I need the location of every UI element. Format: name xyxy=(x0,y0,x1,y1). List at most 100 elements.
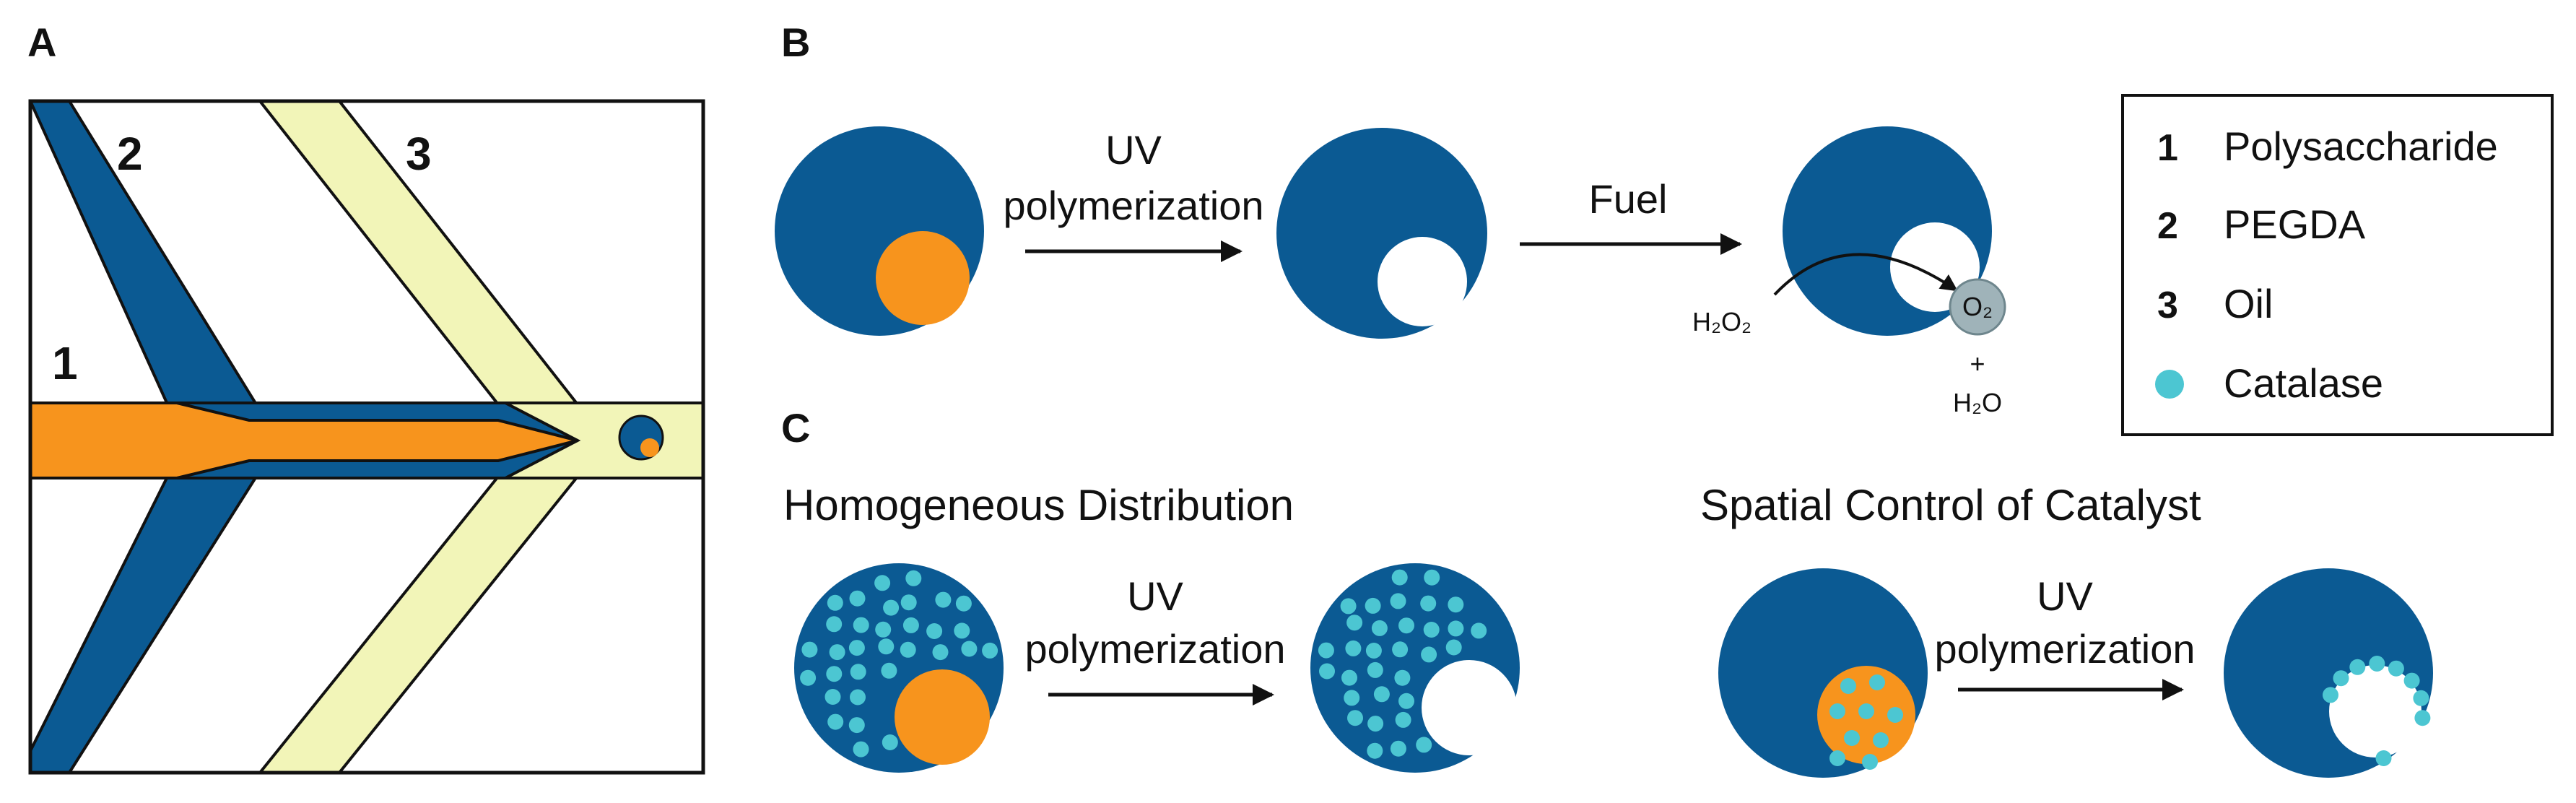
channel-label-3: 3 xyxy=(406,128,432,180)
catalase-dot xyxy=(1873,732,1889,748)
catalase-dot xyxy=(1424,569,1440,586)
b-arrow1-label-line1: UV xyxy=(1105,127,1162,173)
legend-item-pegda: 2 PEGDA xyxy=(2157,201,2366,247)
b-droplet-initial xyxy=(775,126,984,336)
microfluidic-chip xyxy=(30,101,703,773)
catalase-dot xyxy=(1421,646,1437,663)
legend-label: Oil xyxy=(2224,281,2273,326)
legend: 1 Polysaccharide 2 PEGDA 3 Oil Catalase xyxy=(2121,94,2554,436)
catalase-dot xyxy=(1420,595,1437,612)
c-left-arrow-label-line1: UV xyxy=(1127,573,1183,619)
catalase-dot xyxy=(1392,641,1409,658)
catalase-dot xyxy=(800,669,817,686)
catalase-dot xyxy=(1319,663,1335,680)
catalase-dot xyxy=(826,616,843,633)
catalase-dot xyxy=(1373,686,1390,703)
catalase-dot xyxy=(1858,703,1874,719)
catalase-dot xyxy=(2413,690,2429,706)
plus-label: + xyxy=(1970,349,1985,378)
catalase-dot xyxy=(932,644,949,661)
catalase-dot xyxy=(853,617,869,633)
channel-label-1: 1 xyxy=(52,337,78,389)
legend-label: Polysaccharide xyxy=(2224,123,2498,169)
polysaccharide-channel xyxy=(30,402,578,479)
catalase-dot xyxy=(2375,750,2392,766)
catalase-dot xyxy=(1829,750,1845,766)
catalase-dot xyxy=(1367,661,1383,678)
catalase-dot xyxy=(827,594,843,611)
h2o2-label: H₂O₂ xyxy=(1692,307,1752,337)
catalase-dot xyxy=(853,741,869,758)
catalase-dot xyxy=(1416,737,1432,753)
catalase-dot xyxy=(1365,597,1381,614)
catalase-dots xyxy=(2323,656,2431,766)
catalase-dot xyxy=(874,575,891,591)
catalase-dot xyxy=(902,617,919,633)
catalase-dot xyxy=(1398,693,1414,709)
legend-num: 3 xyxy=(2157,285,2178,326)
catalase-dot xyxy=(935,591,952,608)
catalase-dot xyxy=(900,641,916,658)
c-right-arrow-label-line1: UV xyxy=(2037,573,2093,619)
catalase-dot xyxy=(900,594,917,611)
droplet-core xyxy=(640,438,659,457)
catalase-dots xyxy=(1318,569,1487,759)
legend-item-catalase: Catalase xyxy=(2155,360,2383,406)
catalase-dot xyxy=(1346,615,1363,631)
legend-num: 2 xyxy=(2157,205,2178,247)
catalase-dot xyxy=(2403,672,2420,689)
c-left-title: Homogeneous Distribution xyxy=(783,481,1294,529)
chip-border xyxy=(28,99,705,775)
catalase-dot xyxy=(2323,687,2338,703)
c-left-arrow-label-line2: polymerization xyxy=(1024,626,1285,672)
catalase-dot xyxy=(827,713,844,730)
catalase-dot xyxy=(1869,674,1885,690)
catalase-dot xyxy=(1862,754,1878,770)
catalase-dot xyxy=(1344,690,1360,706)
b-arrow2-label: Fuel xyxy=(1589,176,1668,222)
catalase-dot xyxy=(848,717,865,734)
h2o-label: H₂O xyxy=(1953,388,2002,417)
catalase-dot xyxy=(1887,707,1903,723)
catalase-dot xyxy=(848,640,865,656)
catalase-dot xyxy=(1341,669,1357,686)
catalase-dot xyxy=(850,689,866,706)
catalase-dot xyxy=(881,662,897,679)
o2-bubble xyxy=(1949,278,2006,336)
catalase-dot xyxy=(1448,596,1464,613)
catalase-dot xyxy=(982,642,998,659)
catalase-dot xyxy=(1347,710,1363,726)
catalase-dot xyxy=(1367,716,1384,732)
catalase-dot xyxy=(801,641,818,658)
catalase-dot xyxy=(2388,660,2404,677)
legend-item-oil: 3 Oil xyxy=(2157,281,2273,326)
panel-a-letter: A xyxy=(27,19,56,65)
b-reaction-arrow xyxy=(1773,253,1958,296)
legend-item-polysaccharide: 1 Polysaccharide xyxy=(2157,123,2498,169)
panel-c-letter: C xyxy=(781,405,810,451)
catalase-dot xyxy=(878,638,895,655)
catalase-dot xyxy=(875,621,892,638)
c-right-title: Spatial Control of Catalyst xyxy=(1700,481,2201,529)
catalase-dot xyxy=(1840,678,1856,694)
catalase-dot xyxy=(954,622,970,639)
catalase-dot xyxy=(2333,670,2349,687)
catalase-dot xyxy=(1390,740,1406,757)
catalase-dot xyxy=(1448,620,1464,637)
catalase-dot-icon xyxy=(2155,370,2184,399)
channel-label-2: 2 xyxy=(117,128,143,180)
catalase-dot xyxy=(1345,640,1362,656)
catalase-dot xyxy=(905,570,922,586)
catalase-dot xyxy=(1829,703,1845,719)
c-homogeneous-initial xyxy=(794,563,1004,773)
catalase-dot xyxy=(1390,593,1406,609)
catalase-dot xyxy=(849,590,866,607)
legend-label: Catalase xyxy=(2224,360,2383,406)
o2-label: O₂ xyxy=(1962,292,1993,321)
catalase-dot xyxy=(2414,710,2431,726)
catalase-dot xyxy=(1398,617,1414,634)
catalase-dots xyxy=(800,570,998,758)
catalase-dot xyxy=(955,595,972,612)
catalase-dot xyxy=(1394,669,1411,686)
